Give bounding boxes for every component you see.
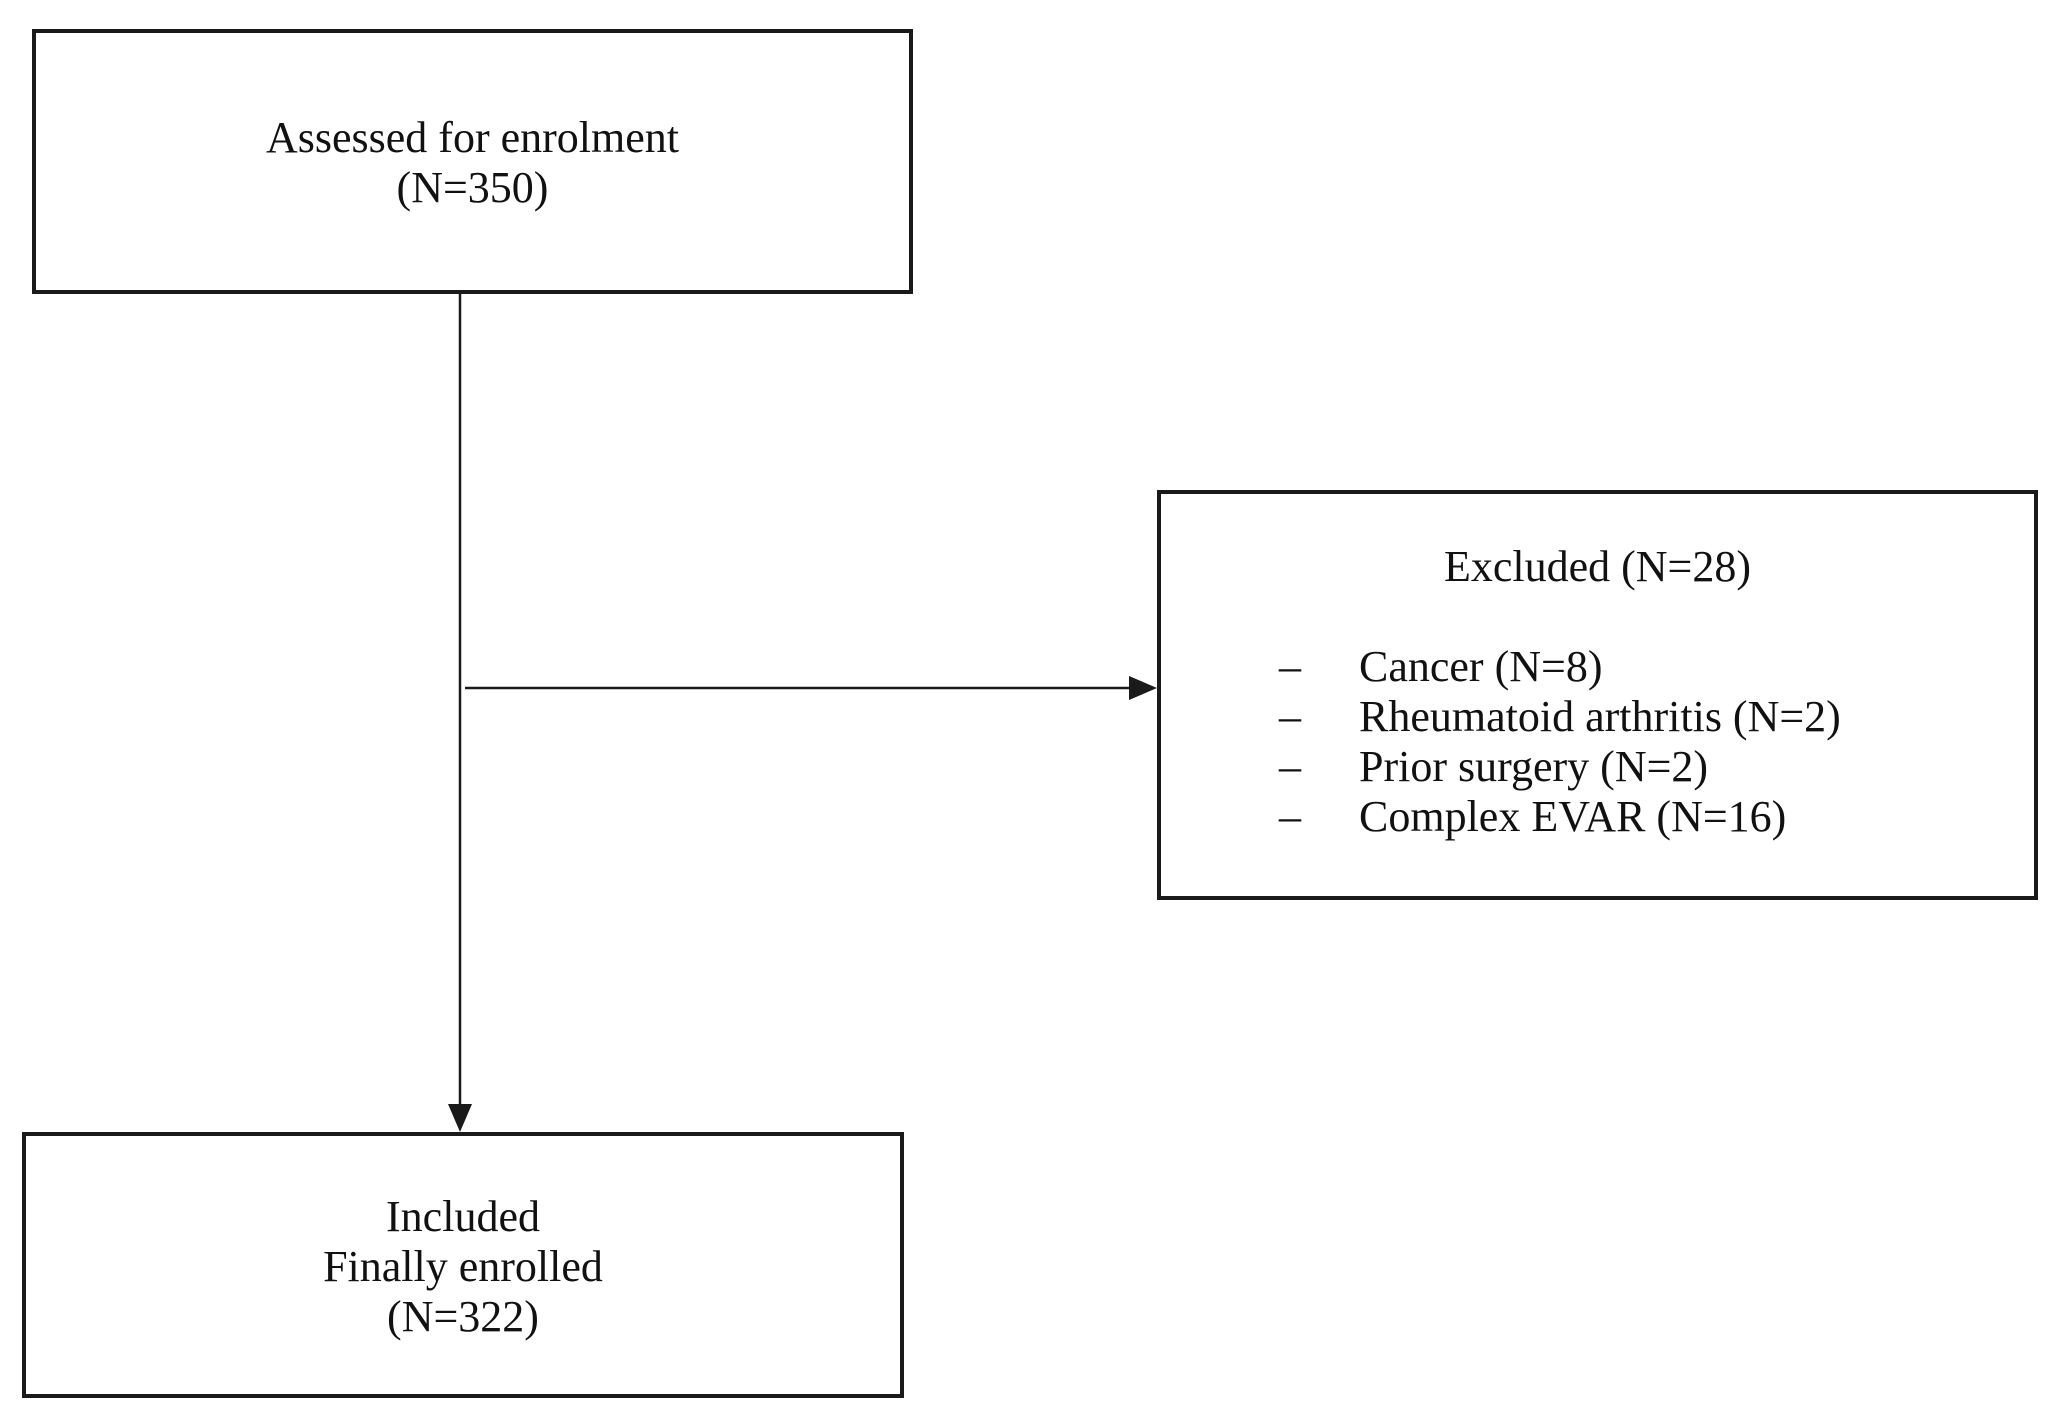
exclusion-reason-complex-evar: – Complex EVAR (N=16) — [1279, 792, 1841, 842]
exclusion-reason-label: Rheumatoid arthritis (N=2) — [1359, 692, 1841, 741]
assessed-text: Assessed for enrolment (N=350) — [36, 113, 909, 213]
down-arrowhead — [448, 1104, 472, 1132]
exclusion-reason-prior-surgery: – Prior surgery (N=2) — [1279, 742, 1841, 792]
excluded-title: Excluded (N=28) — [1443, 542, 1752, 591]
assessed-label: Assessed for enrolment — [265, 113, 679, 162]
exclusion-reason-cancer: – Cancer (N=8) — [1279, 642, 1841, 692]
included-label: Included — [386, 1192, 540, 1241]
excluded-box: Excluded (N=28) – Cancer (N=8) – Rheumat… — [1157, 490, 2038, 900]
exclusion-reason-rheumatoid-arthritis: – Rheumatoid arthritis (N=2) — [1279, 692, 1841, 742]
bullet-dash: – — [1279, 742, 1301, 791]
assessed-count: (N=350) — [396, 163, 549, 212]
finally-enrolled-label: Finally enrolled — [323, 1242, 603, 1291]
included-text: Included Finally enrolled (N=322) — [26, 1192, 900, 1342]
exclusion-reason-list: – Cancer (N=8) – Rheumatoid arthritis (N… — [1279, 642, 1841, 842]
bullet-dash: – — [1279, 642, 1301, 691]
bullet-dash: – — [1279, 692, 1301, 741]
exclusion-reason-label: Prior surgery (N=2) — [1359, 742, 1709, 791]
assessed-box: Assessed for enrolment (N=350) — [32, 29, 913, 294]
right-arrowhead — [1129, 676, 1157, 700]
exclusion-reason-label: Cancer (N=8) — [1359, 642, 1603, 691]
included-count: (N=322) — [387, 1292, 539, 1341]
bullet-dash: – — [1279, 792, 1301, 841]
exclusion-reason-label: Complex EVAR (N=16) — [1359, 792, 1787, 841]
included-box: Included Finally enrolled (N=322) — [22, 1132, 904, 1398]
